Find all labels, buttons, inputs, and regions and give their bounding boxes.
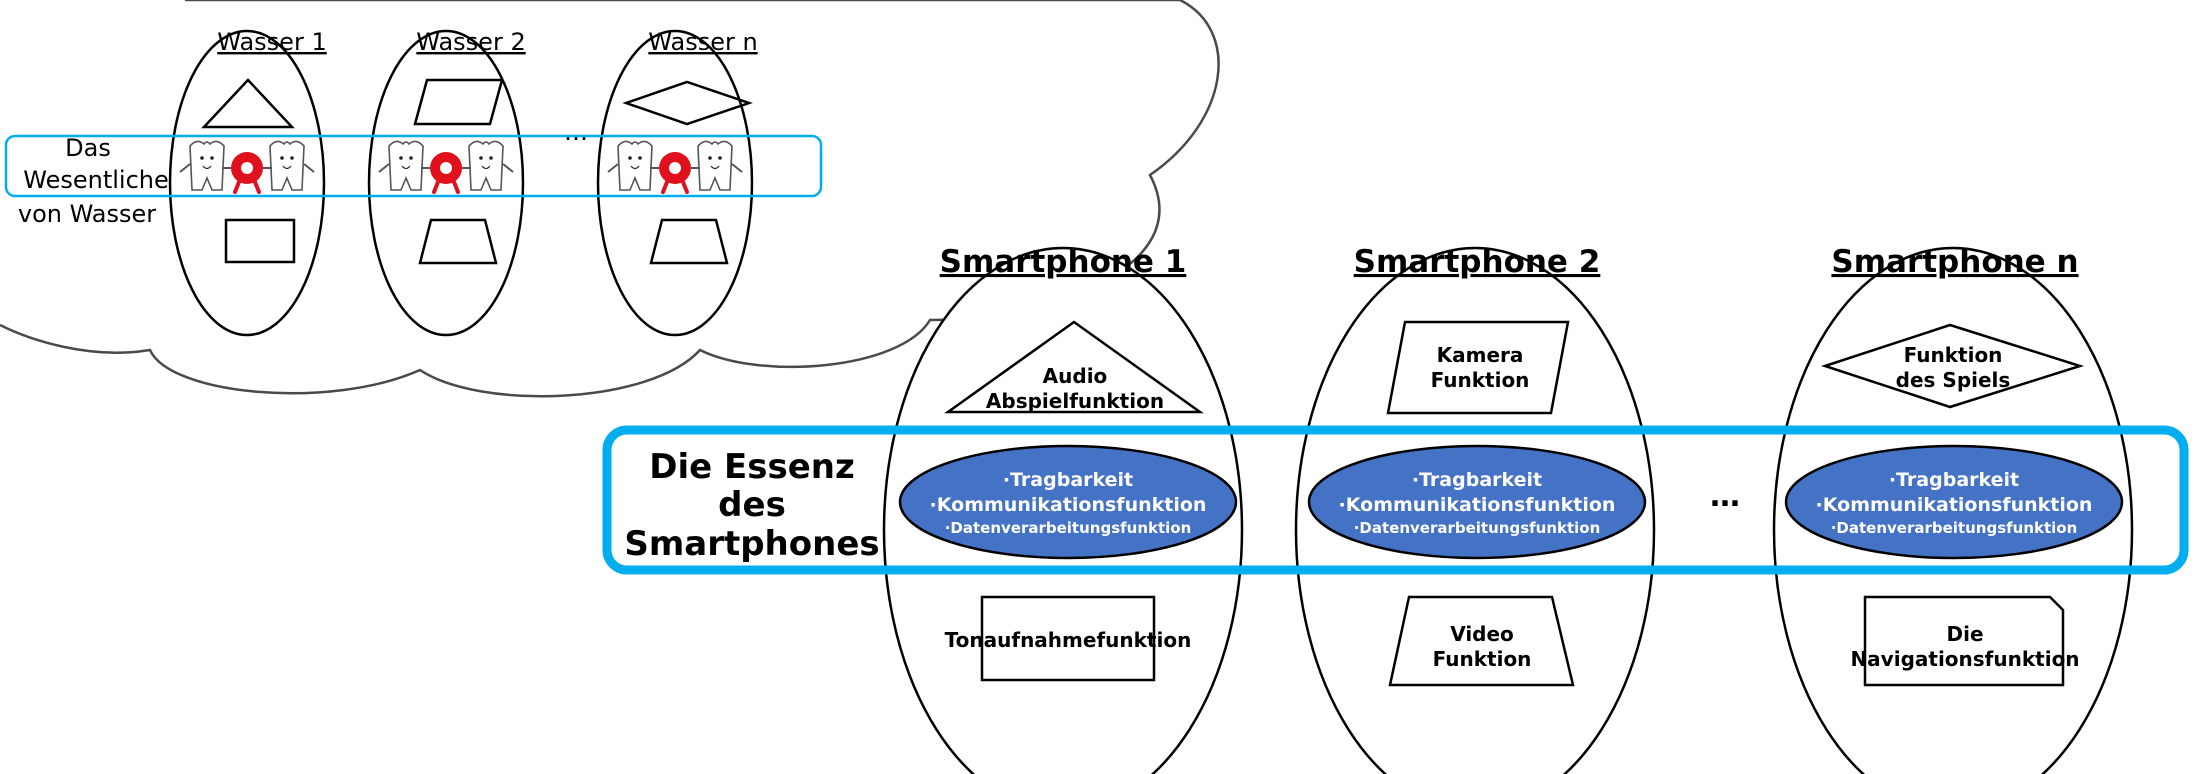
essence-3-line-1: ·Tragbarkeit [1889,469,2019,491]
essence-2-line-3: ·Datenverarbeitungsfunktion [1354,519,1601,537]
mascot-arm [378,163,390,173]
smartphone-3-bottom-text-1: Die [1946,622,1983,646]
diamond-icon [1820,323,2085,409]
mascot-eye [200,156,204,160]
mascot-eye [280,156,284,160]
smartphone-1-top-text-1: Audio [1043,364,1108,388]
mascot-mouth [282,165,292,170]
water-columns: Wasser 1 Wasser 2 Wasser n … [168,28,758,337]
mascot-arm [303,163,315,173]
mascot-eye [628,156,632,160]
mascot-eye [479,156,483,160]
parallelogram-icon [1386,320,1570,415]
smartphone-2-bottom-text-1: Video [1450,622,1514,646]
mascot-group-2 [378,140,514,194]
mascot-arm [731,163,743,173]
smartphone-2-top-text-2: Funktion [1431,368,1530,392]
mascot-mouth [630,165,640,170]
smartphone-1-bottom-text-1: Tonaufnahmefunktion [945,628,1192,652]
essence-1-line-3: ·Datenverarbeitungsfunktion [945,519,1192,537]
water-essence-label-1: Das [65,134,111,162]
rectangle-icon [224,218,296,264]
essence-ellipses: ·Tragbarkeit ·Kommunikationsfunktion ·Da… [898,444,2124,560]
smartphone-3-top-text-2: des Spiels [1896,368,2011,392]
water-essence-band [4,134,823,198]
mascot-eye [409,156,413,160]
mascot-eye [399,156,403,160]
red-ring-legs [233,180,261,194]
smartphone-essence-band [602,425,2189,575]
red-ring-legs [661,180,689,194]
mascot-eye [718,156,722,160]
smartphone-3-bottom-text-2: Navigationsfunktion [1850,647,2079,671]
folded-rectangle-icon [1863,595,2065,687]
mascot-group-3 [607,140,743,194]
smartphone-title-2: Smartphone 2 [1354,244,1601,280]
water-title-2: Wasser 2 [416,28,525,56]
essence-ellipse-3 [1784,444,2124,560]
trapezoid-icon [1388,595,1575,687]
trapezoid-icon [649,218,729,265]
mascot-mouth [202,165,212,170]
mascot-figure [189,140,225,191]
mascot-eye [290,156,294,160]
essence-ellipse-1 [898,444,1238,560]
mascot-group-1 [179,140,315,194]
mascot-eye [638,156,642,160]
mascot-eye [489,156,493,160]
essence-3-line-3: ·Datenverarbeitungsfunktion [1831,519,2078,537]
smartphone-ellipsis: … [1710,479,1740,514]
mascot-eye [708,156,712,160]
essence-1-line-1: ·Tragbarkeit [1003,469,1133,491]
red-ring-hole [241,162,253,174]
water-ellipse-2 [367,29,525,337]
mascot-figure [388,140,424,191]
smartphone-title-1: Smartphone 1 [940,244,1187,280]
smartphone-2-bottom-text-2: Funktion [1433,647,1532,671]
mascot-arm [607,163,619,173]
water-essence-label-3: von Wasser [18,200,156,228]
mascot-figure [269,140,305,191]
water-ellipsis: … [564,118,588,146]
mascot-eye [210,156,214,160]
smartphone-3-top-text-1: Funktion [1904,343,2003,367]
mascot-figure [617,140,653,191]
smartphone-essence-label-2: des [718,485,786,525]
parallelogram-icon [413,78,504,126]
water-title-3: Wasser n [648,28,757,56]
smartphone-2-top-text-1: Kamera [1437,343,1524,367]
red-ring-hole [669,162,681,174]
smartphone-1-top-text-2: Abspielfunktion [986,389,1164,413]
mascot-mouth [401,165,411,170]
smartphone-essence-label-3: Smartphones [624,524,879,564]
mascot-groups [179,140,743,194]
water-ellipse-1 [168,29,326,337]
trapezoid-icon [418,218,498,265]
thought-cloud [0,0,1220,398]
water-essence-label-2: Wesentliche [23,166,169,194]
triangle-icon [201,78,295,129]
red-ring-legs [432,180,460,194]
mascot-figure [697,140,733,191]
mascot-mouth [481,165,491,170]
mascot-mouth [710,165,720,170]
smartphone-title-3: Smartphone n [1831,244,2078,280]
triangle-icon [944,320,1204,414]
essence-2-line-1: ·Tragbarkeit [1412,469,1542,491]
essence-3-line-2: ·Kommunikationsfunktion [1816,494,2093,516]
water-ellipse-3 [596,29,754,337]
essence-1-line-2: ·Kommunikationsfunktion [930,494,1207,516]
smartphone-essence-label-1: Die Essenz [649,447,855,487]
rectangle-icon [980,595,1156,682]
red-ring-hole [440,162,452,174]
essence-ellipse-2 [1307,444,1647,560]
mascot-arm [502,163,514,173]
water-title-1: Wasser 1 [217,28,326,56]
essence-2-line-2: ·Kommunikationsfunktion [1339,494,1616,516]
diamond-icon [622,80,753,126]
mascot-figure [468,140,504,191]
mascot-arm [179,163,191,173]
